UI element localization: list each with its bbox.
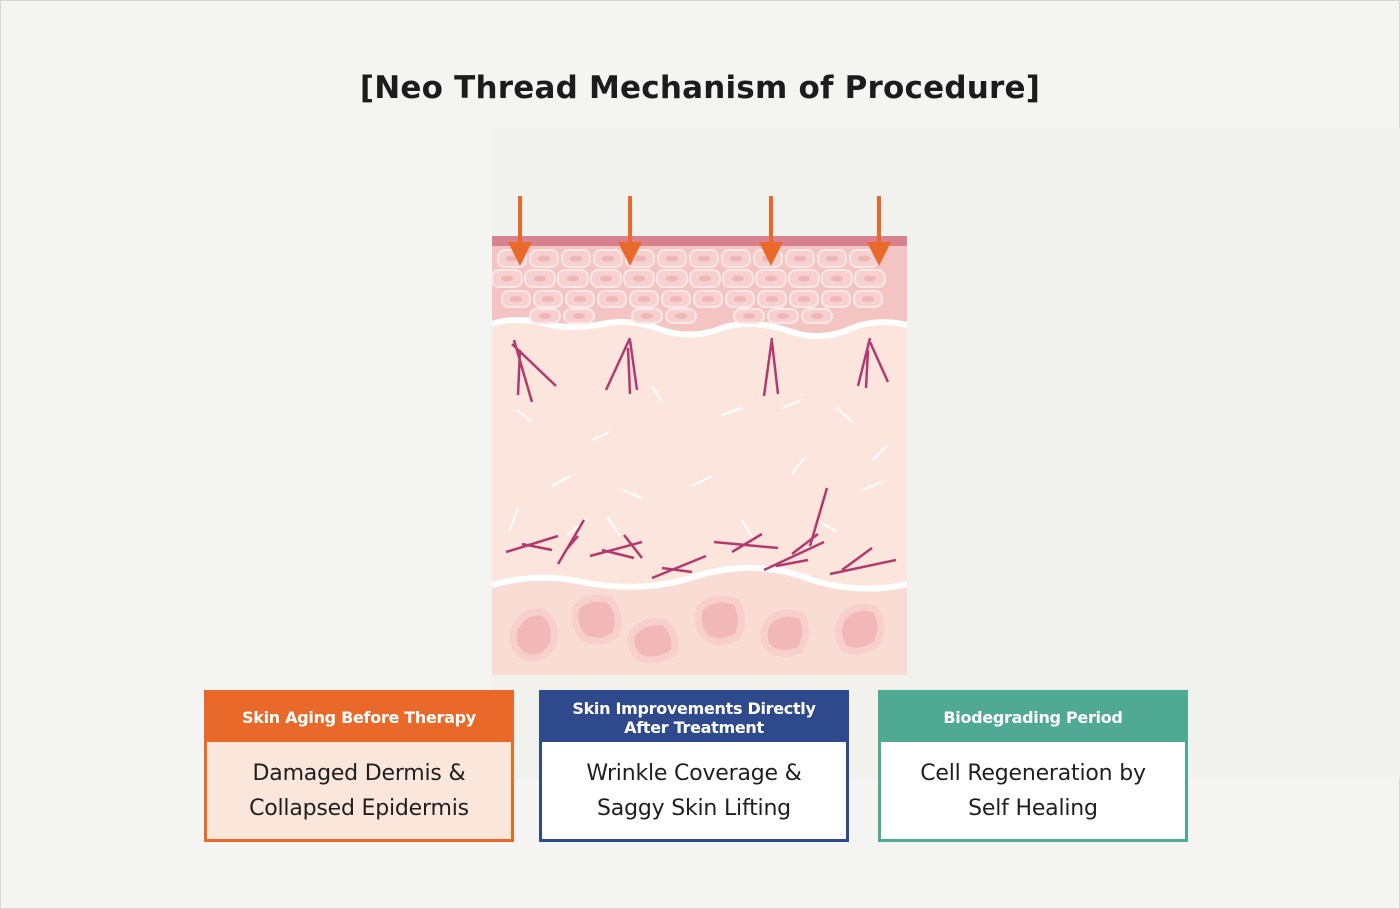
stage-description-line: Collapsed Epidermis (249, 795, 469, 821)
stage-card-biodegrading-period: Biodegrading Period Cell Regeneration by… (878, 690, 1188, 842)
skin-cross-section-diagram (492, 196, 907, 675)
cell-nucleus (862, 296, 874, 302)
thread-icon (511, 337, 890, 403)
cell-nucleus (798, 296, 810, 302)
epidermis-boundary (492, 317, 907, 340)
stage-description: Cell Regeneration by Self Healing (881, 742, 1185, 839)
cell-nucleus (777, 313, 789, 319)
stage-heading: Skin Improvements Directly After Treatme… (542, 693, 846, 742)
cell-nucleus (831, 275, 843, 282)
cell-nucleus (602, 255, 614, 262)
insertion-arrow-icon (508, 196, 891, 266)
stage-description: Wrinkle Coverage & Saggy Skin Lifting (542, 742, 846, 839)
cell-nucleus (699, 275, 711, 282)
cell-nucleus (734, 296, 746, 302)
cell-nucleus (534, 275, 546, 282)
collagen-fibers (509, 385, 888, 541)
cell-nucleus (633, 275, 645, 282)
stage-description-line: Cell Regeneration by (920, 760, 1146, 786)
stage-description-line: Wrinkle Coverage & (586, 760, 802, 786)
stage-heading: Biodegrading Period (881, 693, 1185, 742)
cell-nucleus (641, 313, 653, 319)
cell-nucleus (538, 255, 550, 262)
cell-nucleus (794, 255, 806, 262)
cell-nucleus (730, 255, 742, 262)
cell-nucleus (506, 255, 518, 262)
cell-nucleus (600, 275, 612, 282)
stage-description: Damaged Dermis & Collapsed Epidermis (207, 742, 511, 839)
cell-nucleus (702, 296, 714, 302)
cell-nucleus (510, 296, 522, 302)
cell-nucleus (542, 296, 554, 302)
cell-nucleus (811, 313, 823, 319)
cell-nucleus (666, 275, 678, 282)
cell-nucleus (501, 275, 513, 282)
cell-nucleus (858, 255, 870, 262)
cell-nucleus (698, 255, 710, 262)
cell-nucleus (567, 275, 579, 282)
cell-nucleus (743, 313, 755, 319)
cell-nucleus (573, 313, 585, 319)
cell-nucleus (826, 255, 838, 262)
cell-nucleus (732, 275, 744, 282)
cell-nucleus (765, 275, 777, 282)
cell-nucleus (766, 296, 778, 302)
cell-nucleus (798, 275, 810, 282)
cell-nucleus (864, 275, 876, 282)
cell-nucleus (539, 313, 551, 319)
stage-card-before-therapy: Skin Aging Before Therapy Damaged Dermis… (204, 690, 514, 842)
fat-cell-icon (509, 594, 885, 664)
stage-heading: Skin Aging Before Therapy (207, 693, 511, 742)
stage-description-line: Saggy Skin Lifting (597, 795, 791, 821)
cell-nucleus (606, 296, 618, 302)
cell-nucleus (570, 255, 582, 262)
stage-description-line: Self Healing (968, 795, 1098, 821)
cell-nucleus (634, 255, 646, 262)
cell-nucleus (830, 296, 842, 302)
page-title: [Neo Thread Mechanism of Procedure] (359, 70, 1041, 106)
cell-nucleus (638, 296, 650, 302)
cell-nucleus (670, 296, 682, 302)
cell-nucleus (675, 313, 687, 319)
stage-card-after-treatment: Skin Improvements Directly After Treatme… (539, 690, 849, 842)
epidermis-surface (492, 236, 907, 246)
cell-nucleus (574, 296, 586, 302)
skin-cell-icon (492, 249, 886, 324)
subcutaneous-boundary (492, 564, 907, 592)
cell-nucleus (666, 255, 678, 262)
thread-icon (505, 487, 897, 580)
stage-description-line: Damaged Dermis & (252, 760, 466, 786)
